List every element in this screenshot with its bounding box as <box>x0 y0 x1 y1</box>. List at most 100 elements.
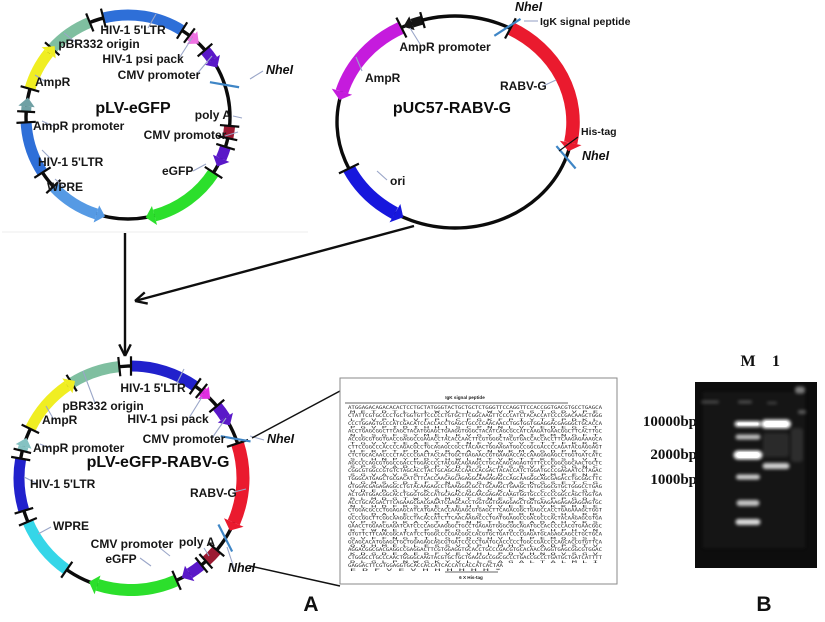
segment-arrowhead-rabv-g <box>559 140 582 152</box>
segment-boundary-tick <box>20 85 40 93</box>
sequence-nt-row: GTGGACGAGAGAGGCCTGTACAAGAGCCTGAAGGGCGCCT… <box>348 484 603 489</box>
segment-boundary-tick <box>21 423 40 435</box>
segment-boundary-tick <box>208 398 225 414</box>
segment-hiv-1-5-ltr-left <box>13 457 30 513</box>
sequence-aa-row: S P S V A D L D P Y D R S L H S R V F P … <box>350 465 598 469</box>
segment-boundary-tick <box>504 17 517 40</box>
sequence-nt-row: GCCCGGCTTCGGCAAGGCCTACACCATCTTCAACAAGACC… <box>348 516 603 521</box>
segment-boundary-tick <box>14 506 34 515</box>
gel-size-marker-2000bp: 2000bp <box>650 447 697 463</box>
label-leader-line <box>147 13 157 29</box>
sequence-nt-row: CTGGGCCTGCCCAACTGGGGCAAGTACGTGCTGCTGAGCG… <box>348 555 603 560</box>
segment-boundary-tick <box>198 553 214 570</box>
label-hiv-1-5-ltr: HIV-1 5'LTR <box>120 381 186 395</box>
label-rabv-g: RABV-G <box>190 486 237 500</box>
segment-arrowhead-ori <box>389 204 404 223</box>
gel-band-core <box>764 421 788 427</box>
gel-artifact <box>798 410 806 414</box>
label-leader-line <box>188 396 203 419</box>
label-ampr: AmpR <box>365 71 401 85</box>
restriction-site-tick-nhei <box>555 145 577 170</box>
label-leader-line <box>175 368 185 386</box>
gel-artifact <box>795 386 805 394</box>
segment-cmv-promoter-int <box>186 560 205 579</box>
gel-lane-label-1: 1 <box>772 353 780 370</box>
segment-boundary-tick <box>194 383 209 399</box>
segment-boundary-tick <box>13 447 32 455</box>
segment-arrowhead-cmv-promoter-int <box>181 565 195 582</box>
segment-arrowhead-cmv-promoter-5 <box>205 54 220 68</box>
segment-boundary-tick <box>215 142 236 151</box>
label-hiv-1-psi-pack: HIV-1 psi pack <box>102 52 184 66</box>
segment-boundary-tick <box>204 165 223 180</box>
label-wpre: WPRE <box>53 519 89 533</box>
segment-boundary-tick <box>60 561 74 579</box>
label-wpre: WPRE <box>47 180 83 194</box>
label-leader-line <box>409 27 421 45</box>
segment-hiv-1-5-ltr-top <box>101 9 186 36</box>
sequence-aa-row: M E T D T L L L W V L L L W V P G S T G … <box>350 410 598 414</box>
label-leader-line <box>63 32 79 45</box>
sequence-aa-row: R T W N E I I P S K G C L R V G G R C H … <box>350 528 598 532</box>
flow-arrowhead <box>134 299 148 305</box>
label-leader-line <box>139 557 152 567</box>
label-leader-line <box>224 131 239 137</box>
label-hiv-1-5-ltr: HIV-1 5'LTR <box>38 155 104 169</box>
gel-band <box>762 463 790 469</box>
segment-boundary-tick <box>218 135 238 142</box>
segment-boundary-tick <box>175 21 189 40</box>
gel-artifact <box>701 400 719 404</box>
segment-boundary-tick <box>196 42 214 58</box>
sequence-nt-row: ACCTGCACGACTTCAGAAGCGACGAGATCGAGCACCTGGT… <box>348 500 603 505</box>
sequence-nt-row: CGGCGTGGCCGTGTCTAGCACCTACTGCAGCACCAACCAC… <box>348 468 603 473</box>
label-leader-line <box>203 547 210 557</box>
sequence-nt-row: GCAGCACATGGAGCTGCTGGAGAGCAGCGTGATCCCCCTG… <box>348 539 603 544</box>
segment-arrowhead-ampr-promoter <box>403 16 415 31</box>
gel-size-marker-1000bp: 1000bp <box>650 472 697 488</box>
label-egfp: eGFP <box>162 164 193 178</box>
flow-arrow <box>134 224 415 305</box>
sequence-nt-row: ACCGGCGTGGTGACCGAGGCCGAGACCTACACCAACTTCG… <box>348 437 603 442</box>
sequence-aa-row: H F R P T P D A C R A A Y N W K M A G D … <box>350 449 598 453</box>
label-hiv-1-psi-pack: HIV-1 psi pack <box>127 412 209 426</box>
segment-boundary-tick <box>10 455 31 462</box>
sequence-nt-row: TGGGCATGAGCTGCGACATCTTCACCAACAGCAGAGGCAA… <box>348 476 603 481</box>
sequence-aa-row: S G V A V S S T Y C S T N H D Y T I W M … <box>350 473 598 477</box>
segment-boundary-tick <box>17 110 36 114</box>
segment-egfp <box>95 574 180 597</box>
sequence-aa-row: P G V P I D I H H L S C P N N L V V E D … <box>350 426 600 430</box>
label-leader-line <box>34 74 47 83</box>
label-pbr332-origin: pBR332 origin <box>58 37 139 51</box>
label-leader-line <box>23 476 37 484</box>
flow-arrowhead <box>123 343 132 357</box>
sequence-nt-row: ATGGAGACAGACACACTCCTGCTATGGGTACTGCTGCTCT… <box>348 405 603 410</box>
segment-hiv-1-5-ltr-left <box>20 121 48 176</box>
segment-arrowhead-wpre <box>93 205 106 223</box>
label-cmv-promoter: CMV promoter <box>143 432 226 446</box>
label-ori: ori <box>390 174 405 188</box>
plasmid-title-plv-egfp-rabv-g: pLV-eGFP-RABV-G <box>87 454 230 471</box>
label-nhei: NheI <box>515 0 543 14</box>
panel-b-label: B <box>756 593 772 616</box>
label-ampr-promoter: AmpR promoter <box>33 119 125 133</box>
label-leader-line <box>192 163 207 172</box>
gel-band <box>735 434 761 440</box>
segment-cmv-promoter-5 <box>212 402 230 421</box>
label-poly-a: poly A <box>195 108 232 122</box>
sequence-nt-row: GAGGACTTCGTGGAGGTGCACCACCATCACCATCACCATC… <box>348 563 504 568</box>
label-leader-line <box>542 79 557 87</box>
flow-arrowhead <box>118 343 127 357</box>
segment-arrowhead-hiv-1-psi-pack <box>198 386 211 399</box>
segment-boundary-tick <box>194 556 209 574</box>
sequence-nt-row: AGGACGGCGACGAGGCCGAGGACTTCGTGGAGGTGCACCT… <box>348 547 603 552</box>
label-nhei: NheI <box>266 63 294 77</box>
segment-poly-a <box>222 125 236 140</box>
gel-lane-label-m: M <box>740 353 756 370</box>
restriction-site-tick-nhei <box>220 435 251 443</box>
label-leader-line <box>211 417 227 439</box>
label-ampr-promoter: AmpR promoter <box>33 441 125 455</box>
label-leader-line <box>41 149 53 161</box>
label-poly-a: poly A <box>179 535 216 549</box>
label-ampr-promoter: AmpR promoter <box>399 40 491 54</box>
